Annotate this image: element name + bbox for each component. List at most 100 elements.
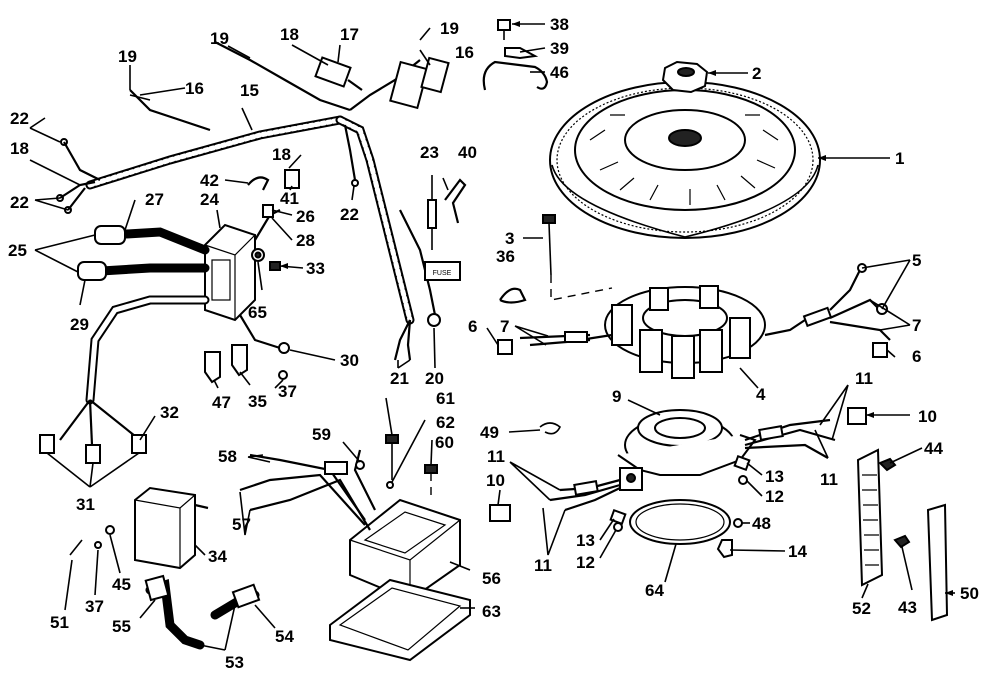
label-11b: 11 [820, 470, 838, 489]
label-27: 27 [145, 190, 164, 209]
clamp-14 [716, 539, 733, 559]
terminal-cover [926, 503, 949, 622]
clip-42 [247, 176, 270, 191]
label-5: 5 [912, 251, 921, 270]
label-31: 31 [76, 495, 95, 514]
label-41: 41 [280, 189, 299, 208]
label-37b: 37 [85, 597, 104, 616]
label-22b: 22 [10, 193, 29, 212]
label-14: 14 [788, 542, 807, 561]
label-28: 28 [296, 231, 315, 250]
label-40: 40 [458, 143, 477, 162]
module [349, 498, 461, 602]
label-11c: 11 [487, 447, 505, 466]
power-pack [204, 223, 256, 322]
connector-17 [314, 56, 363, 91]
label-42: 42 [200, 171, 219, 190]
retainer-ring [629, 499, 731, 545]
label-9: 9 [612, 387, 621, 406]
screw-12 [738, 475, 748, 485]
label-1: 1 [895, 149, 904, 168]
label-10b: 10 [486, 471, 505, 490]
label-52: 52 [852, 599, 871, 618]
label-44: 44 [924, 439, 943, 458]
fuse-tag: FUSE [424, 261, 461, 281]
label-37a: 37 [278, 382, 297, 401]
label-36: 36 [496, 247, 515, 266]
label-38: 38 [550, 15, 569, 34]
bracket-46 [482, 60, 549, 91]
label-51: 51 [50, 613, 69, 632]
stator-leads-right [802, 263, 891, 341]
label-22c: 22 [340, 205, 359, 224]
gasket [329, 578, 471, 662]
label-3: 3 [505, 229, 514, 248]
wiring-harness [85, 41, 437, 361]
label-10a: 10 [918, 407, 937, 426]
timer-leads [549, 418, 836, 512]
clip-38 [497, 19, 511, 40]
terminal-block [856, 448, 884, 587]
label-63: 63 [482, 602, 501, 621]
label-19c: 19 [440, 19, 459, 38]
label-61: 61 [436, 389, 455, 408]
clamp-35 [231, 344, 248, 377]
label-33: 33 [306, 259, 325, 278]
washer-13 [733, 454, 751, 472]
label-60: 60 [435, 433, 454, 452]
label-22a: 22 [10, 109, 29, 128]
label-58: 58 [218, 447, 237, 466]
connector-41 [284, 169, 300, 189]
terminal-screws [497, 339, 888, 358]
spark-plug-leads [77, 225, 210, 405]
label-15: 15 [240, 81, 259, 100]
ignition-coil [134, 486, 209, 570]
label-23: 23 [420, 143, 439, 162]
flywheel-nut [661, 60, 709, 94]
module-leads [239, 449, 376, 531]
flywheel [549, 81, 821, 239]
harness-plug [389, 56, 450, 110]
label-57: 57 [232, 515, 251, 534]
clip-39 [504, 47, 539, 60]
label-16a: 16 [185, 79, 204, 98]
label-65: 65 [248, 303, 267, 322]
clamp-47 [204, 351, 221, 384]
label-19a: 19 [118, 47, 137, 66]
label-64: 64 [645, 581, 664, 600]
fuse-holder [427, 199, 437, 250]
label-18b: 18 [10, 139, 29, 158]
stator-leads-left [519, 331, 591, 347]
label-55: 55 [112, 617, 131, 636]
label-6b: 6 [912, 347, 921, 366]
label-6a: 6 [468, 317, 477, 336]
clip-36 [499, 287, 527, 304]
label-43: 43 [898, 598, 917, 617]
label-32: 32 [160, 403, 179, 422]
timer-base [617, 409, 757, 491]
label-25: 25 [8, 241, 27, 260]
label-47: 47 [212, 393, 231, 412]
clip-40 [444, 178, 467, 224]
label-45: 45 [112, 575, 131, 594]
label-50: 50 [960, 584, 979, 603]
label-19b: 19 [210, 29, 229, 48]
label-21: 21 [390, 369, 409, 388]
label-24: 24 [200, 190, 219, 209]
leader-lines [29, 23, 955, 651]
label-12b: 12 [576, 553, 595, 572]
arrowheads [280, 21, 953, 596]
clip-49 [539, 422, 562, 435]
label-17: 17 [340, 25, 359, 44]
label-35: 35 [248, 392, 267, 411]
part-number-labels: 1 2 3 4 5 6 6 7 7 9 10 10 11 11 11 11 12… [8, 15, 979, 672]
label-12a: 12 [765, 487, 784, 506]
label-13a: 13 [765, 467, 784, 486]
label-11d: 11 [534, 556, 552, 575]
label-59: 59 [312, 425, 331, 444]
flywheel-vanes [589, 114, 779, 205]
label-49: 49 [480, 423, 499, 442]
stator-screw [542, 214, 556, 276]
label-34: 34 [208, 547, 227, 566]
label-56: 56 [482, 569, 501, 588]
